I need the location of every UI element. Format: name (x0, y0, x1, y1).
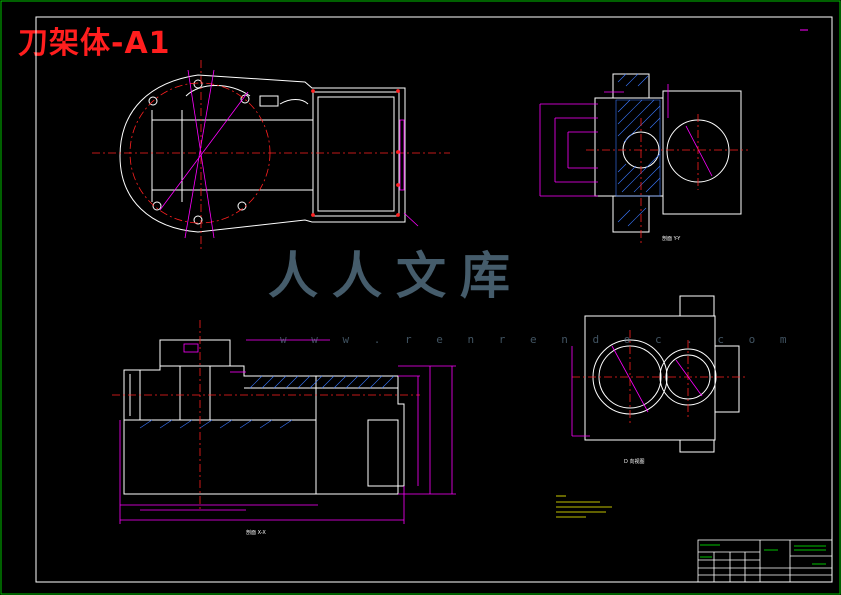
section-xx-dimensions (119, 339, 456, 524)
view-d (584, 295, 740, 453)
bolt-hole (148, 96, 158, 106)
section-xx-hatch (139, 375, 395, 429)
view-label-xx: 剖面 X-X (246, 529, 266, 536)
top-view (119, 74, 406, 233)
watermark-url: w w w . r e n r e n d o c . c o m (280, 333, 796, 346)
title-block (697, 539, 833, 583)
top-view-outline (119, 74, 406, 233)
section-xx (123, 339, 405, 495)
top-view-centerlines (92, 60, 450, 250)
top-view-dimensions (159, 69, 419, 239)
bolt-hole (152, 201, 162, 211)
top-view-box (312, 91, 400, 217)
bolt-hole (193, 215, 203, 225)
view-label-d: D 向视图 (624, 458, 644, 465)
section-yy-hatch (615, 73, 661, 227)
drawing-title: 刀架体-A1 (18, 26, 171, 61)
view-label-yy: 剖面 Y-Y (662, 235, 681, 242)
drawing-border-inner (35, 16, 833, 583)
top-view-box-inner (317, 96, 395, 212)
bolt-hole (240, 94, 250, 104)
watermark-text: 人人文库 (268, 246, 524, 305)
bolt-hole (193, 79, 203, 89)
technical-notes (556, 495, 612, 518)
